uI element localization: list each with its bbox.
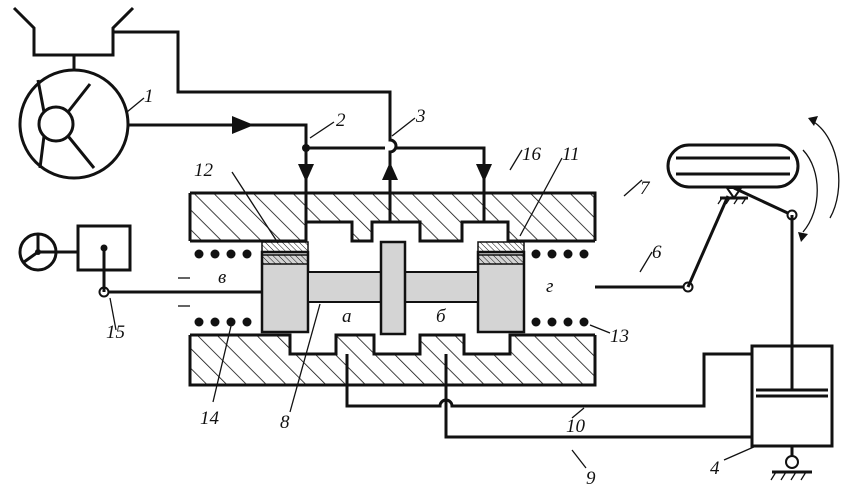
label-1: 1 <box>144 86 154 107</box>
seal-left <box>261 241 309 253</box>
pressure-line-2 <box>128 116 492 185</box>
spool <box>260 240 526 336</box>
label-3: 3 <box>415 106 426 127</box>
label-7: 7 <box>640 178 651 199</box>
label-4: 4 <box>710 458 720 479</box>
spring-right <box>531 249 589 327</box>
flow-arrow-right <box>232 116 254 134</box>
flow-arrow-down-right <box>476 164 492 182</box>
leader-lines <box>109 97 757 469</box>
label-chamber-left: в <box>218 267 226 288</box>
label-10: 10 <box>566 416 586 437</box>
power-cylinder <box>750 215 834 481</box>
steering-link-6 <box>595 195 730 293</box>
label-chamber-right: г <box>546 276 553 297</box>
steering-wheel <box>18 224 132 292</box>
spring-left <box>194 249 252 327</box>
line-9 <box>444 354 752 439</box>
label-8: 8 <box>280 412 290 433</box>
label-9: 9 <box>586 468 596 489</box>
label-6: 6 <box>652 242 662 263</box>
label-12: 12 <box>194 160 214 181</box>
label-14: 14 <box>200 408 220 429</box>
seal-right <box>477 241 525 253</box>
return-line-3 <box>113 30 398 185</box>
label-16: 16 <box>522 144 542 165</box>
label-port-b: б <box>436 306 447 327</box>
flow-arrow-up-return <box>382 162 398 180</box>
pump <box>18 55 130 180</box>
label-13: 13 <box>610 326 629 347</box>
labels: 1 2 3 16 11 12 7 6 13 14 8 15 10 9 4 в г… <box>106 86 720 489</box>
label-11: 11 <box>562 144 580 165</box>
label-15: 15 <box>106 322 125 343</box>
steered-wheel <box>666 116 840 242</box>
flow-arrow-down-left <box>298 164 314 182</box>
label-port-a: а <box>342 306 352 327</box>
label-2: 2 <box>336 110 346 131</box>
